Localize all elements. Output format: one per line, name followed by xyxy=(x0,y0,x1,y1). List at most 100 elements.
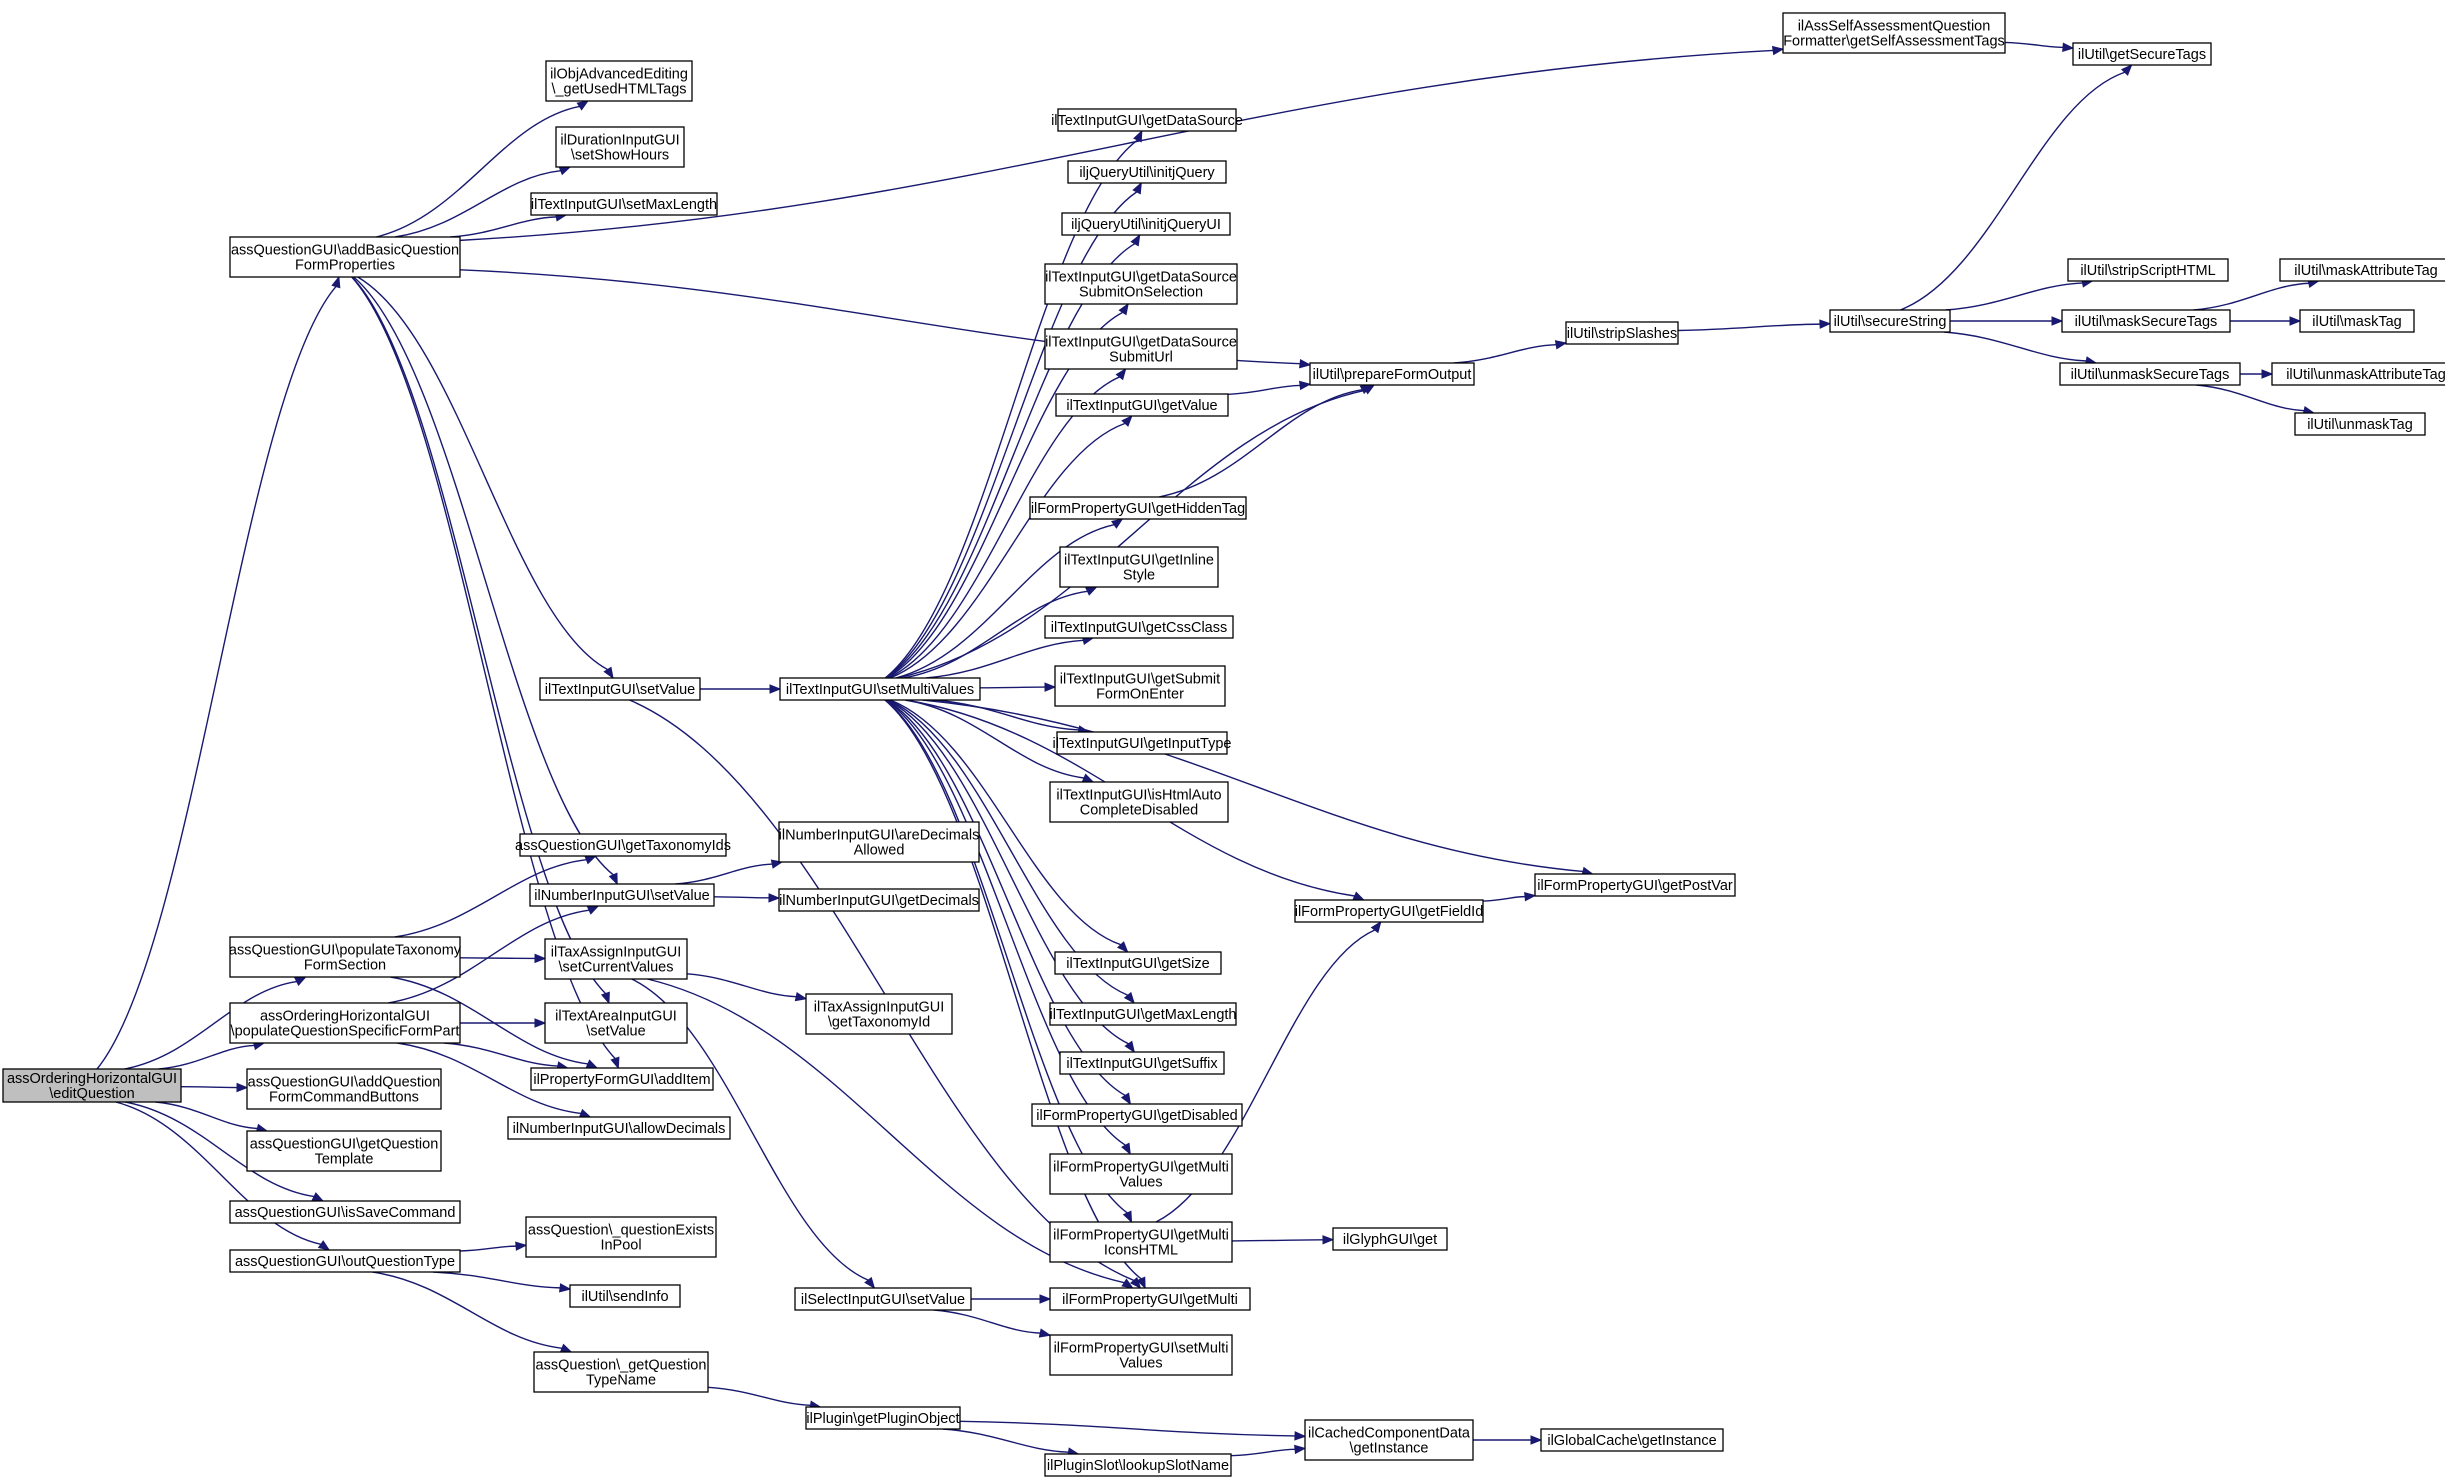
node-popTax[interactable]: assQuestionGUI\populateTaxonomyFormSecti… xyxy=(229,936,462,978)
arrowhead xyxy=(1115,367,1127,381)
node-globalCache[interactable]: ilGlobalCache\getInstance xyxy=(1540,1428,1724,1452)
node-txtMaxLen[interactable]: ilTextInputGUI\setMaxLength xyxy=(530,192,718,216)
node-dsSel[interactable]: ilTextInputGUI\getDataSourceSubmitOnSele… xyxy=(1044,263,1238,305)
edge-line xyxy=(96,286,337,1070)
node-outType[interactable]: assQuestionGUI\outQuestionType xyxy=(229,1249,461,1273)
node-sendInfo[interactable]: ilUtil\sendInfo xyxy=(569,1284,681,1308)
node-cached[interactable]: ilCachedComponentData\getInstance xyxy=(1304,1419,1474,1461)
node-numSetVal[interactable]: ilNumberInputGUI\setValue xyxy=(529,883,715,907)
node-postVar[interactable]: ilFormPropertyGUI\getPostVar xyxy=(1534,873,1736,897)
node-label: ilTextInputGUI\getDataSource xyxy=(1045,335,1237,351)
node-stripScript[interactable]: ilUtil\stripScriptHTML xyxy=(2067,258,2229,282)
node-addItem[interactable]: ilPropertyFormGUI\addItem xyxy=(530,1067,714,1091)
arrowhead xyxy=(558,166,572,176)
node-getVal[interactable]: ilTextInputGUI\getValue xyxy=(1055,393,1229,417)
node-addBasic[interactable]: assQuestionGUI\addBasicQuestionFormPrope… xyxy=(229,236,461,278)
node-durShow[interactable]: ilDurationInputGUI\setShowHours xyxy=(555,126,685,168)
arrowhead xyxy=(1352,891,1366,901)
node-getDS[interactable]: ilTextInputGUI\getDataSource xyxy=(1051,108,1243,132)
edge-line xyxy=(979,686,1046,689)
arrowhead xyxy=(578,1108,592,1118)
node-selfAssess[interactable]: ilAssSelfAssessmentQuestionFormatter\get… xyxy=(1782,12,2006,54)
edge-line xyxy=(2004,41,2064,49)
node-setMulti[interactable]: ilTextInputGUI\setMultiValues xyxy=(779,677,981,701)
edge-line xyxy=(675,863,773,885)
node-maskSec[interactable]: ilUtil\maskSecureTags xyxy=(2061,309,2231,333)
arrowhead xyxy=(1121,1278,1134,1289)
node-label: ilUtil\unmaskSecureTags xyxy=(2071,367,2230,383)
node-css[interactable]: ilTextInputGUI\getCssClass xyxy=(1044,615,1234,639)
node-maxLen[interactable]: ilTextInputGUI\getMaxLength xyxy=(1049,1002,1237,1026)
node-strip[interactable]: ilUtil\stripSlashes xyxy=(1565,321,1679,345)
node-popSpec[interactable]: assOrderingHorizontalGUI\populateQuestio… xyxy=(229,1002,461,1044)
node-label: ilPlugin\getPluginObject xyxy=(806,1411,959,1427)
arrowhead xyxy=(2062,42,2075,52)
node-isSave[interactable]: assQuestionGUI\isSaveCommand xyxy=(229,1200,461,1224)
node-selSetVal[interactable]: ilSelectInputGUI\setValue xyxy=(794,1287,972,1311)
node-slotName[interactable]: ilPluginSlot\lookupSlotName xyxy=(1044,1453,1232,1477)
node-maskTag[interactable]: ilUtil\maskTag xyxy=(2299,309,2415,333)
node-inType[interactable]: ilTextInputGUI\getInputType xyxy=(1053,731,1232,755)
node-box xyxy=(1044,615,1234,639)
node-glyph[interactable]: ilGlyphGUI\get xyxy=(1332,1227,1448,1251)
node-allowDec[interactable]: ilNumberInputGUI\allowDecimals xyxy=(507,1116,731,1140)
node-objAdv[interactable]: ilObjAdvancedEditing\_getUsedHTMLTags xyxy=(545,60,693,102)
node-box xyxy=(544,938,688,980)
edge-secStr-to-secTags xyxy=(1900,64,2133,311)
node-box xyxy=(519,833,727,857)
node-taxSetCur[interactable]: ilTaxAssignInputGUI\setCurrentValues xyxy=(544,938,688,980)
arrowhead xyxy=(1120,1092,1132,1106)
node-label: \getInstance xyxy=(1350,1441,1429,1457)
node-txtSetVal[interactable]: ilTextInputGUI\setValue xyxy=(539,677,701,701)
node-label: ilTextInputGUI\setMaxLength xyxy=(531,197,717,213)
node-plugObj[interactable]: ilPlugin\getPluginObject xyxy=(805,1406,961,1430)
edge-line xyxy=(372,1271,563,1349)
node-addCmd[interactable]: assQuestionGUI\addQuestionFormCommandBut… xyxy=(246,1068,442,1110)
node-getTaxIds[interactable]: assQuestionGUI\getTaxonomyIds xyxy=(515,833,731,857)
node-jq[interactable]: iljQueryUtil\initjQuery xyxy=(1067,160,1227,184)
node-taSetVal[interactable]: ilTextAreaInputGUI\setValue xyxy=(544,1002,688,1044)
node-getDec[interactable]: ilNumberInputGUI\getDecimals xyxy=(778,888,980,912)
node-htmlAuto[interactable]: ilTextInputGUI\isHtmlAutoCompleteDisable… xyxy=(1049,781,1229,823)
node-fieldId[interactable]: ilFormPropertyGUI\getFieldId xyxy=(1294,899,1484,923)
node-jqui[interactable]: iljQueryUtil\initjQueryUI xyxy=(1061,212,1231,236)
node-label: ilUtil\maskSecureTags xyxy=(2075,314,2218,330)
edge-selSetVal-to-getMulti xyxy=(971,1294,1052,1304)
node-getMulti[interactable]: ilFormPropertyGUI\getMulti xyxy=(1049,1287,1251,1311)
node-unmaskSec[interactable]: ilUtil\unmaskSecureTags xyxy=(2059,362,2241,386)
node-prepOut[interactable]: ilUtil\prepareFormOutput xyxy=(1309,362,1475,386)
edge-line xyxy=(905,699,1085,779)
node-label: IconsHTML xyxy=(1104,1243,1178,1259)
node-box xyxy=(1304,1419,1474,1461)
node-disabled[interactable]: ilFormPropertyGUI\getDisabled xyxy=(1031,1103,1243,1127)
arrowhead xyxy=(1530,1435,1543,1445)
edge-setMulti-to-subEnter xyxy=(979,682,1057,692)
node-unmaskAttr[interactable]: ilUtil\unmaskAttributeTag xyxy=(2271,362,2445,386)
node-hidTag[interactable]: ilFormPropertyGUI\getHiddenTag xyxy=(1029,496,1247,520)
node-maskAttr[interactable]: ilUtil\maskAttributeTag xyxy=(2279,258,2445,282)
arrowhead xyxy=(864,1276,876,1290)
node-secTags[interactable]: ilUtil\getSecureTags xyxy=(2072,42,2212,66)
node-size[interactable]: ilTextInputGUI\getSize xyxy=(1054,951,1222,975)
node-unmaskTag[interactable]: ilUtil\unmaskTag xyxy=(2294,412,2426,436)
node-taxId[interactable]: ilTaxAssignInputGUI\getTaxonomyId xyxy=(805,993,953,1035)
node-suffix[interactable]: ilTextInputGUI\getSuffix xyxy=(1059,1051,1225,1075)
arrowhead xyxy=(1554,340,1568,350)
node-label: \setShowHours xyxy=(571,148,669,164)
edge-line xyxy=(903,590,1088,679)
node-setMultiVals[interactable]: ilFormPropertyGUI\setMultiValues xyxy=(1049,1334,1233,1376)
node-root[interactable]: assOrderingHorizontalGUI\editQuestion xyxy=(2,1068,182,1103)
node-label: ilTaxAssignInputGUI xyxy=(814,1000,945,1016)
edge-line xyxy=(1231,1239,1324,1242)
node-secStr[interactable]: ilUtil\secureString xyxy=(1829,309,1951,333)
arrowhead xyxy=(1133,129,1143,143)
